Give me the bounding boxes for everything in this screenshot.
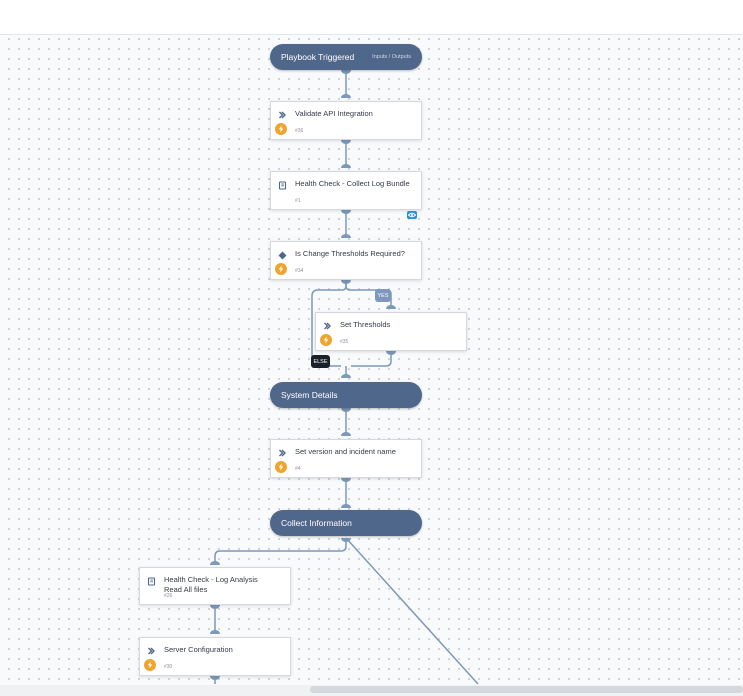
task-id: #35 [340,339,349,345]
task-is-change-thresholds-required[interactable]: Is Change Thresholds Required? #34 [270,241,422,280]
task-server-configuration[interactable]: Server Configuration #30 [139,637,291,676]
lightning-bolt-icon [320,334,332,346]
task-id: #34 [295,268,304,274]
else-branch-label[interactable]: ELSE [311,355,330,368]
lightning-bolt-icon [275,461,287,473]
lightning-bolt-icon [144,659,156,671]
chevron-right-icon [146,646,156,656]
lightning-bolt-icon [275,263,287,275]
task-name: Is Change Thresholds Required? [295,249,405,258]
section-title: System Details [281,390,338,400]
inputs-outputs-link[interactable]: Inputs / Outputs [372,54,411,60]
horizontal-scrollbar-thumb[interactable] [310,686,743,693]
task-name: Set Thresholds [340,320,391,329]
task-id: #30 [164,664,173,670]
eye-icon[interactable] [407,211,417,219]
section-collect-information[interactable]: Collect Information [270,510,422,536]
task-id: #26 [164,593,173,599]
task-name: Server Configuration [164,645,233,654]
section-playbook-triggered[interactable]: Playbook Triggered Inputs / Outputs [270,44,422,70]
task-set-thresholds[interactable]: Set Thresholds #35 [315,312,467,351]
diamond-icon [277,250,287,260]
top-toolbar [0,0,743,35]
task-name: Validate API Integration [295,109,373,118]
task-name: Health Check - Collect Log Bundle [295,179,410,188]
task-id: #4 [295,466,301,472]
task-set-version-and-incident-name[interactable]: Set version and incident name #4 [270,439,422,478]
chevron-right-icon [277,448,287,458]
yes-branch-label[interactable]: YES [375,289,391,302]
book-icon [277,180,287,190]
task-validate-api-integration[interactable]: Validate API Integration #36 [270,101,422,140]
section-title: Collect Information [281,518,352,528]
section-title: Playbook Triggered [281,52,355,62]
chevron-right-icon [322,321,332,331]
task-health-check-log-analysis-read-all-files[interactable]: Health Check - Log Analysis Read All fil… [139,567,291,605]
task-name: Health Check - Log Analysis Read All fil… [164,575,258,594]
task-health-check-collect-log-bundle[interactable]: Health Check - Collect Log Bundle #1 [270,171,422,210]
lightning-bolt-icon [275,123,287,135]
book-icon [146,576,156,586]
task-id: #36 [295,128,304,134]
task-name: Set version and incident name [295,447,396,456]
section-system-details[interactable]: System Details [270,382,422,408]
chevron-right-icon [277,110,287,120]
task-id: #1 [295,198,301,204]
